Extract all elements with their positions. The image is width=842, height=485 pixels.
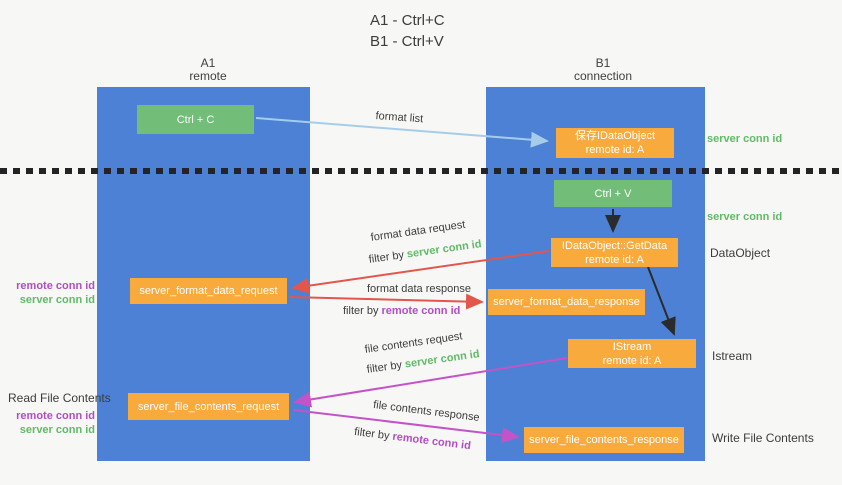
lane-b1-name: B1 [595, 56, 611, 70]
format-data-response-filter-label: filter by remote conn id [343, 305, 460, 317]
file-contents-response-arrow [292, 409, 520, 444]
remote-conn-id-annotation: remote conn id [16, 410, 95, 422]
format-data-response-arrow [288, 293, 484, 310]
left-conn-id-pair-bottom: remote conn id server conn id [9, 409, 95, 437]
lane-a1-subtitle: remote [189, 69, 227, 83]
server-format-data-response-label: server_format_data_response [493, 296, 640, 308]
istream-line2: remote id: A [602, 354, 662, 367]
server-conn-id-annotation: server conn id [19, 294, 95, 306]
getdata-to-istream-arrow [647, 266, 676, 336]
server-file-contents-response-label: server_file_contents_response [529, 434, 679, 446]
machine-boundary-dashed-line [0, 168, 842, 174]
remote-conn-id-annotation: remote conn id [16, 280, 95, 292]
title-line-2: B1 - Ctrl+V [370, 33, 444, 50]
getdata-node: IDataObject::GetData remote id: A [551, 238, 678, 267]
remote-conn-id-keyword: remote conn id [381, 305, 461, 317]
diagram-title: A1 - Ctrl+C B1 - Ctrl+V [370, 10, 445, 52]
server-format-data-request-node: server_format_data_request [130, 278, 287, 304]
dataobject-annotation: DataObject [710, 246, 771, 260]
server-conn-id-annotation-mid: server conn id [707, 211, 783, 223]
server-file-contents-request-label: server_file_contents_request [137, 400, 280, 413]
server-file-contents-response-node: server_file_contents_response [524, 427, 684, 453]
ctrl-c-label: Ctrl + C [176, 113, 215, 126]
istream-node: IStream remote id: A [568, 339, 696, 368]
save-dataobject-line2: remote id: A [585, 144, 645, 156]
server-file-contents-request-node: server_file_contents_request [128, 393, 289, 420]
server-format-data-request-label: server_format_data_request [139, 285, 278, 297]
server-conn-id-annotation-top: server conn id [707, 133, 783, 145]
ctrl-v-node: Ctrl + V [554, 180, 672, 207]
filter-by-prefix: filter by [343, 305, 382, 317]
istream-annotation: Istream [712, 349, 753, 363]
server-format-data-response-node: server_format_data_response [488, 289, 645, 315]
lane-a1-name: A1 [200, 56, 216, 70]
read-file-contents-annotation: Read File Contents [8, 391, 111, 405]
lane-b1-subtitle: connection [573, 69, 633, 83]
ctrl-c-node: Ctrl + C [137, 105, 254, 134]
write-file-contents-annotation: Write File Contents [712, 431, 814, 445]
file-contents-request-arrow [293, 357, 568, 408]
server-conn-id-annotation: server conn id [19, 424, 95, 436]
save-dataobject-node: 保存IDataObject remote id: A [556, 128, 674, 158]
lane-header-b1: B1 connection [548, 57, 658, 83]
title-line-1: A1 - Ctrl+C [370, 12, 445, 29]
format-data-request-arrow [291, 250, 550, 294]
format-data-response-label: format data response [367, 283, 471, 295]
getdata-line2: remote id: A [585, 253, 644, 266]
left-conn-id-pair-top: remote conn id server conn id [9, 279, 95, 307]
format-list-arrow [255, 117, 549, 148]
ctrl-v-label: Ctrl + V [594, 187, 632, 200]
lane-header-a1: A1 remote [153, 57, 263, 83]
getdata-line1: IDataObject::GetData [561, 239, 668, 252]
istream-line1: IStream [612, 340, 652, 353]
save-dataobject-line1: 保存IDataObject [574, 130, 656, 142]
